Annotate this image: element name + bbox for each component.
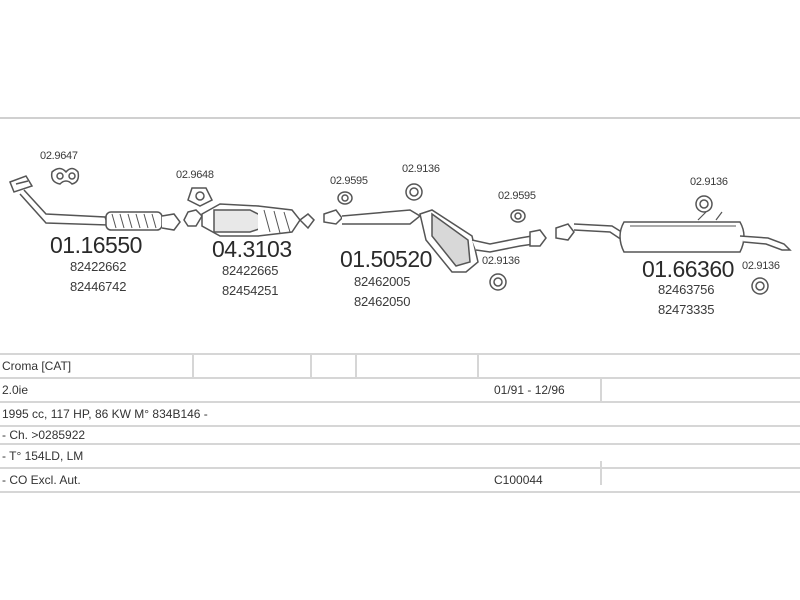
gasket-2-drawing [187,187,214,207]
column-divider [600,377,602,401]
accessory-label: 02.9647 [40,150,78,162]
production-period: 01/91 - 12/96 [480,378,800,403]
part-number: 01.50520 [340,246,432,272]
accessory-label: 02.9136 [482,255,520,267]
exhaust-system-diagram [9,167,792,295]
column-divider [600,461,602,485]
vehicle-chassis: - Ch. >0285922 [0,426,800,445]
accessory-label: 02.9136 [690,176,728,188]
oem-number: 82422662 [70,259,127,274]
vehicle-model: Croma [CAT] [0,355,192,379]
catalytic-converter-drawing [183,203,315,237]
column-divider [355,355,357,377]
clamp-4-drawing [751,277,769,295]
catalogue-code: C100044 [480,468,800,493]
part-number: 04.3103 [212,236,292,262]
accessory-label: 02.9136 [742,260,780,272]
rear-silencer-drawing [555,211,792,253]
accessory-label: 02.9595 [498,190,536,202]
vehicle-type: - T° 154LD, LM [0,444,800,469]
clamp-2-drawing [489,273,507,291]
table-row: - CO Excl. Aut. C100044 [0,468,800,493]
clamp-3-drawing [695,195,713,213]
oem-number: 82422665 [222,263,279,278]
front-pipe-drawing [9,175,181,231]
oem-number: 82446742 [70,279,127,294]
gasket-1-drawing [50,167,80,185]
table-row: Croma [CAT] [0,355,800,379]
oem-number: 82462005 [354,274,411,289]
column-divider [310,355,312,377]
oem-number: 82473335 [658,302,715,317]
column-divider [477,355,479,377]
oem-number: 82454251 [222,283,279,298]
vehicle-spec-table: Croma [CAT] 2.0ie 01/91 - 12/96 1995 cc,… [0,355,800,493]
vehicle-details: 1995 cc, 117 HP, 86 KW M° 834B146 - [0,402,800,427]
oem-number: 82463756 [658,282,715,297]
vehicle-note: - CO Excl. Aut. [0,468,480,493]
accessory-label: 02.9648 [176,169,214,181]
accessory-label: 02.9595 [330,175,368,187]
part-number: 01.66360 [642,256,734,282]
gasket-3-drawing [337,191,353,205]
accessory-label: 02.9136 [402,163,440,175]
part-number: 01.16550 [50,232,142,258]
table-row: - T° 154LD, LM [0,444,800,469]
table-row: - Ch. >0285922 [0,426,800,445]
gasket-4-drawing [510,209,526,223]
middle-silencer-drawing [323,209,547,273]
table-row: 1995 cc, 117 HP, 86 KW M° 834B146 - [0,402,800,427]
table-top-border [0,353,800,355]
clamp-1-drawing [405,183,423,201]
column-divider [192,355,194,377]
vehicle-engine: 2.0ie [0,378,480,403]
oem-number: 82462050 [354,294,411,309]
table-row: 2.0ie 01/91 - 12/96 [0,378,800,403]
top-border [0,117,800,119]
